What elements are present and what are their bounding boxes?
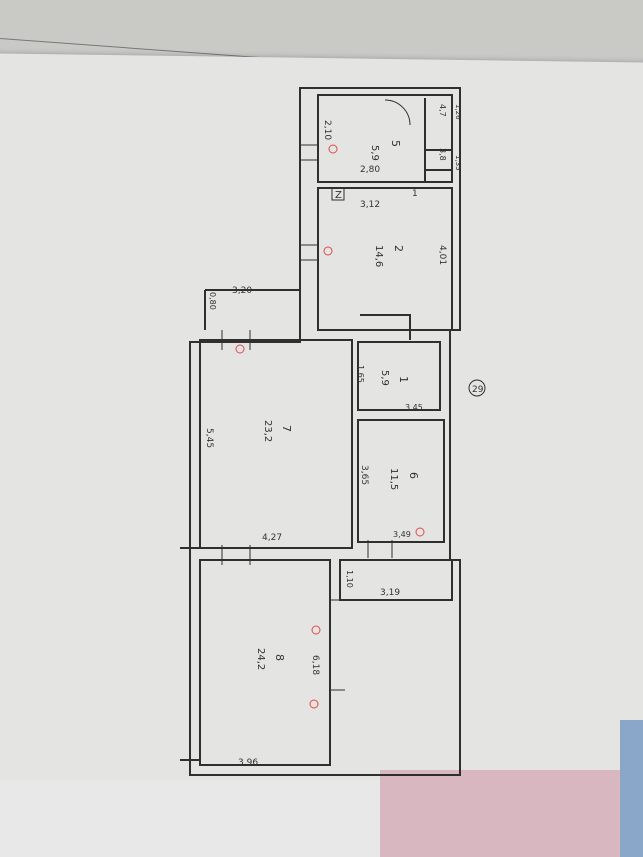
room8-number: 8 (273, 654, 286, 661)
room2-number: 2 (392, 245, 405, 252)
corridor-side: 0,80 (208, 292, 217, 310)
corridor2-width: 3,19 (380, 588, 400, 598)
room6-length: 3,65 (359, 465, 369, 485)
room2-area: 14,6 (373, 245, 384, 267)
room5-side: 2,10 (322, 120, 332, 140)
pink-object (380, 770, 640, 857)
room1-length: 3,45 (405, 403, 423, 412)
room-small-1: 4,7 (438, 104, 447, 117)
room7-number: 7 (280, 425, 293, 432)
room8-length: 3,96 (238, 758, 258, 768)
room2-side: 4,01 (437, 245, 447, 265)
room7-length: 5,45 (204, 428, 214, 448)
wall-lines (180, 87, 461, 776)
window-marks (221, 144, 393, 691)
building-number-circle (468, 379, 486, 397)
room-small-2: 3,8 (438, 148, 447, 161)
room5-number: 5 (389, 140, 402, 147)
blue-object (620, 720, 643, 857)
room7-width: 4,27 (262, 533, 282, 543)
corridor2-side: 1,10 (345, 570, 354, 588)
room1-width: 1,65 (356, 365, 365, 383)
room5-area: 5,9 (369, 145, 380, 161)
room7-area: 23,2 (262, 420, 273, 442)
room8-area: 24,2 (255, 648, 266, 670)
corridor-width: 3,20 (232, 286, 252, 296)
room6-area: 11,5 (388, 468, 399, 490)
door-swing (384, 99, 411, 126)
room5-width: 2,80 (360, 165, 380, 175)
building-number: 29 (472, 385, 484, 395)
room-labels: 5 5,9 2,10 2,80 4,7 3,8 1,26 1,35 2 14,6… (204, 104, 486, 768)
room6-number: 6 (407, 472, 420, 479)
room8-width: 6,18 (310, 655, 320, 675)
stair-mark: Z (335, 190, 342, 201)
room1-number: 1 (397, 376, 410, 383)
room-small-4: 1,35 (454, 155, 462, 171)
corner-mark: 1 (412, 189, 418, 199)
stamp-marks (235, 144, 425, 709)
room6-width: 3,49 (393, 530, 411, 539)
room-small-3: 1,26 (454, 104, 462, 120)
room2-width: 3,12 (360, 200, 380, 210)
room1-area: 5,9 (379, 370, 390, 386)
stair-box (331, 187, 345, 201)
